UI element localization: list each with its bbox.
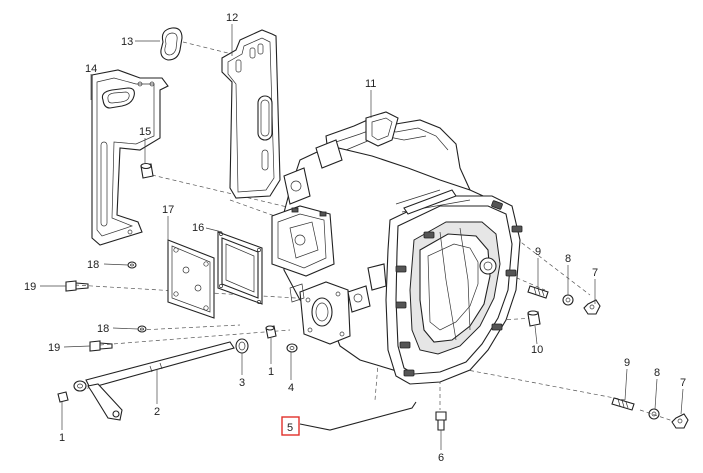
callout-10[interactable]: 10 <box>531 344 543 356</box>
callout-15[interactable]: 15 <box>139 126 151 138</box>
part-6-drain-bolt <box>435 411 447 431</box>
part-18-washer-upper <box>127 261 137 269</box>
part-10-dowel <box>527 310 541 327</box>
callout-18-upper[interactable]: 18 <box>87 259 99 271</box>
callout-7-upper[interactable]: 7 <box>592 267 598 279</box>
part-13-oval-gasket <box>160 27 183 61</box>
callout-19-upper[interactable]: 19 <box>24 281 36 293</box>
part-19-bolt-lower <box>89 340 113 352</box>
part-1-fitting-lower <box>57 391 69 403</box>
part-12-cover-plate <box>221 29 281 199</box>
callout-8-upper[interactable]: 8 <box>565 253 571 265</box>
callout-2[interactable]: 2 <box>154 406 160 418</box>
callout-12[interactable]: 12 <box>226 12 238 24</box>
part-5-rod <box>299 401 417 431</box>
callout-18-lower[interactable]: 18 <box>97 323 109 335</box>
callout-9-upper[interactable]: 9 <box>535 246 541 258</box>
callout-16[interactable]: 16 <box>192 222 204 234</box>
part-1-fitting-upper <box>265 325 277 339</box>
part-2-shift-shaft <box>73 341 235 421</box>
part-8-washer-upper <box>562 294 574 306</box>
part-7-nut-lower <box>671 413 689 429</box>
part-16-frame-gasket <box>217 231 263 305</box>
callout-8-lower[interactable]: 8 <box>654 367 660 379</box>
callout-14[interactable]: 14 <box>85 63 97 75</box>
part-15-plug <box>140 162 154 179</box>
flange-studs <box>395 200 523 377</box>
callout-19-lower[interactable]: 19 <box>48 342 60 354</box>
part-8-washer-lower <box>648 408 660 420</box>
callout-13[interactable]: 13 <box>121 36 133 48</box>
callout-6[interactable]: 6 <box>438 452 444 464</box>
callout-17[interactable]: 17 <box>162 204 174 216</box>
part-14-gasket-plate <box>91 69 169 246</box>
callout-9-lower[interactable]: 9 <box>624 357 630 369</box>
part-4-plug <box>286 343 298 353</box>
callout-11[interactable]: 11 <box>365 78 376 90</box>
part-18-washer-lower <box>137 325 147 333</box>
callout-5[interactable]: 5 <box>287 422 293 434</box>
callout-1-upper[interactable]: 1 <box>268 366 274 378</box>
part-5-highlight-box <box>281 416 300 436</box>
callout-1-lower[interactable]: 1 <box>59 432 65 444</box>
callout-3[interactable]: 3 <box>239 377 245 389</box>
part-7-nut-upper <box>583 299 601 315</box>
part-9-stud-lower <box>611 397 635 411</box>
leader-lines <box>40 24 684 450</box>
part-17-side-cover <box>167 239 215 319</box>
part-11-clutch-housing <box>271 111 523 385</box>
callout-7-lower[interactable]: 7 <box>680 377 686 389</box>
callout-4[interactable]: 4 <box>288 382 294 394</box>
part-19-bolt-upper <box>65 280 89 292</box>
part-3-o-ring <box>235 338 249 354</box>
part-9-stud-upper <box>527 285 549 299</box>
callout-labels: 13 12 14 11 15 17 16 18 19 18 19 9 8 7 1… <box>24 12 686 464</box>
